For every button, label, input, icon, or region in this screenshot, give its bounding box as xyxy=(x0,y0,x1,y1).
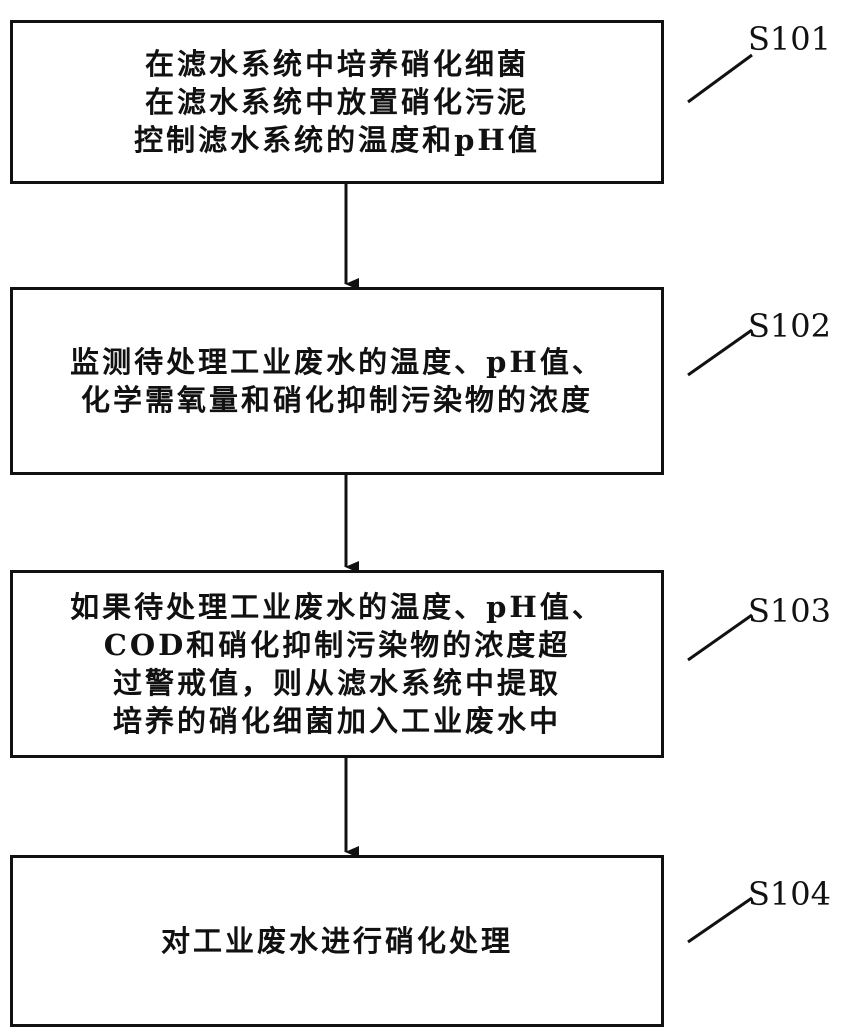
leader-line-s104 xyxy=(687,896,753,944)
step-text-line: 过警戒值，则从滤水系统中提取 xyxy=(112,666,561,700)
step-text-line: COD和硝化抑制污染物的浓度超 xyxy=(103,628,571,662)
leader-line-s101 xyxy=(687,53,753,104)
step-text-line: 在滤水系统中放置硝化污泥 xyxy=(144,85,529,119)
step-box-s103: 如果待处理工业废水的温度、pH值、 COD和硝化抑制污染物的浓度超 过警戒值，则… xyxy=(10,570,664,758)
step-box-s102: 监测待处理工业废水的温度、pH值、 化学需氧量和硝化抑制污染物的浓度 xyxy=(10,287,664,475)
leader-line-s102 xyxy=(687,328,753,377)
step-label-s102: S102 xyxy=(748,307,831,345)
step-label-s101: S101 xyxy=(748,20,831,58)
step-text-line: 监测待处理工业废水的温度、pH值、 xyxy=(70,345,604,379)
step-label-s103: S103 xyxy=(748,592,831,630)
step-box-s104: 对工业废水进行硝化处理 xyxy=(10,855,664,1027)
step-text-line: 如果待处理工业废水的温度、pH值、 xyxy=(70,590,604,624)
step-label-s104: S104 xyxy=(748,875,831,913)
step-text-line: 化学需氧量和硝化抑制污染物的浓度 xyxy=(80,383,593,417)
step-text-line: 控制滤水系统的温度和pH值 xyxy=(134,123,540,157)
step-text-line: 在滤水系统中培养硝化细菌 xyxy=(144,47,529,81)
step-box-s101: 在滤水系统中培养硝化细菌 在滤水系统中放置硝化污泥 控制滤水系统的温度和pH值 xyxy=(10,20,664,184)
step-text-line: 对工业废水进行硝化处理 xyxy=(160,924,513,958)
step-text-line: 培养的硝化细菌加入工业废水中 xyxy=(112,704,561,738)
leader-line-s103 xyxy=(687,613,753,662)
